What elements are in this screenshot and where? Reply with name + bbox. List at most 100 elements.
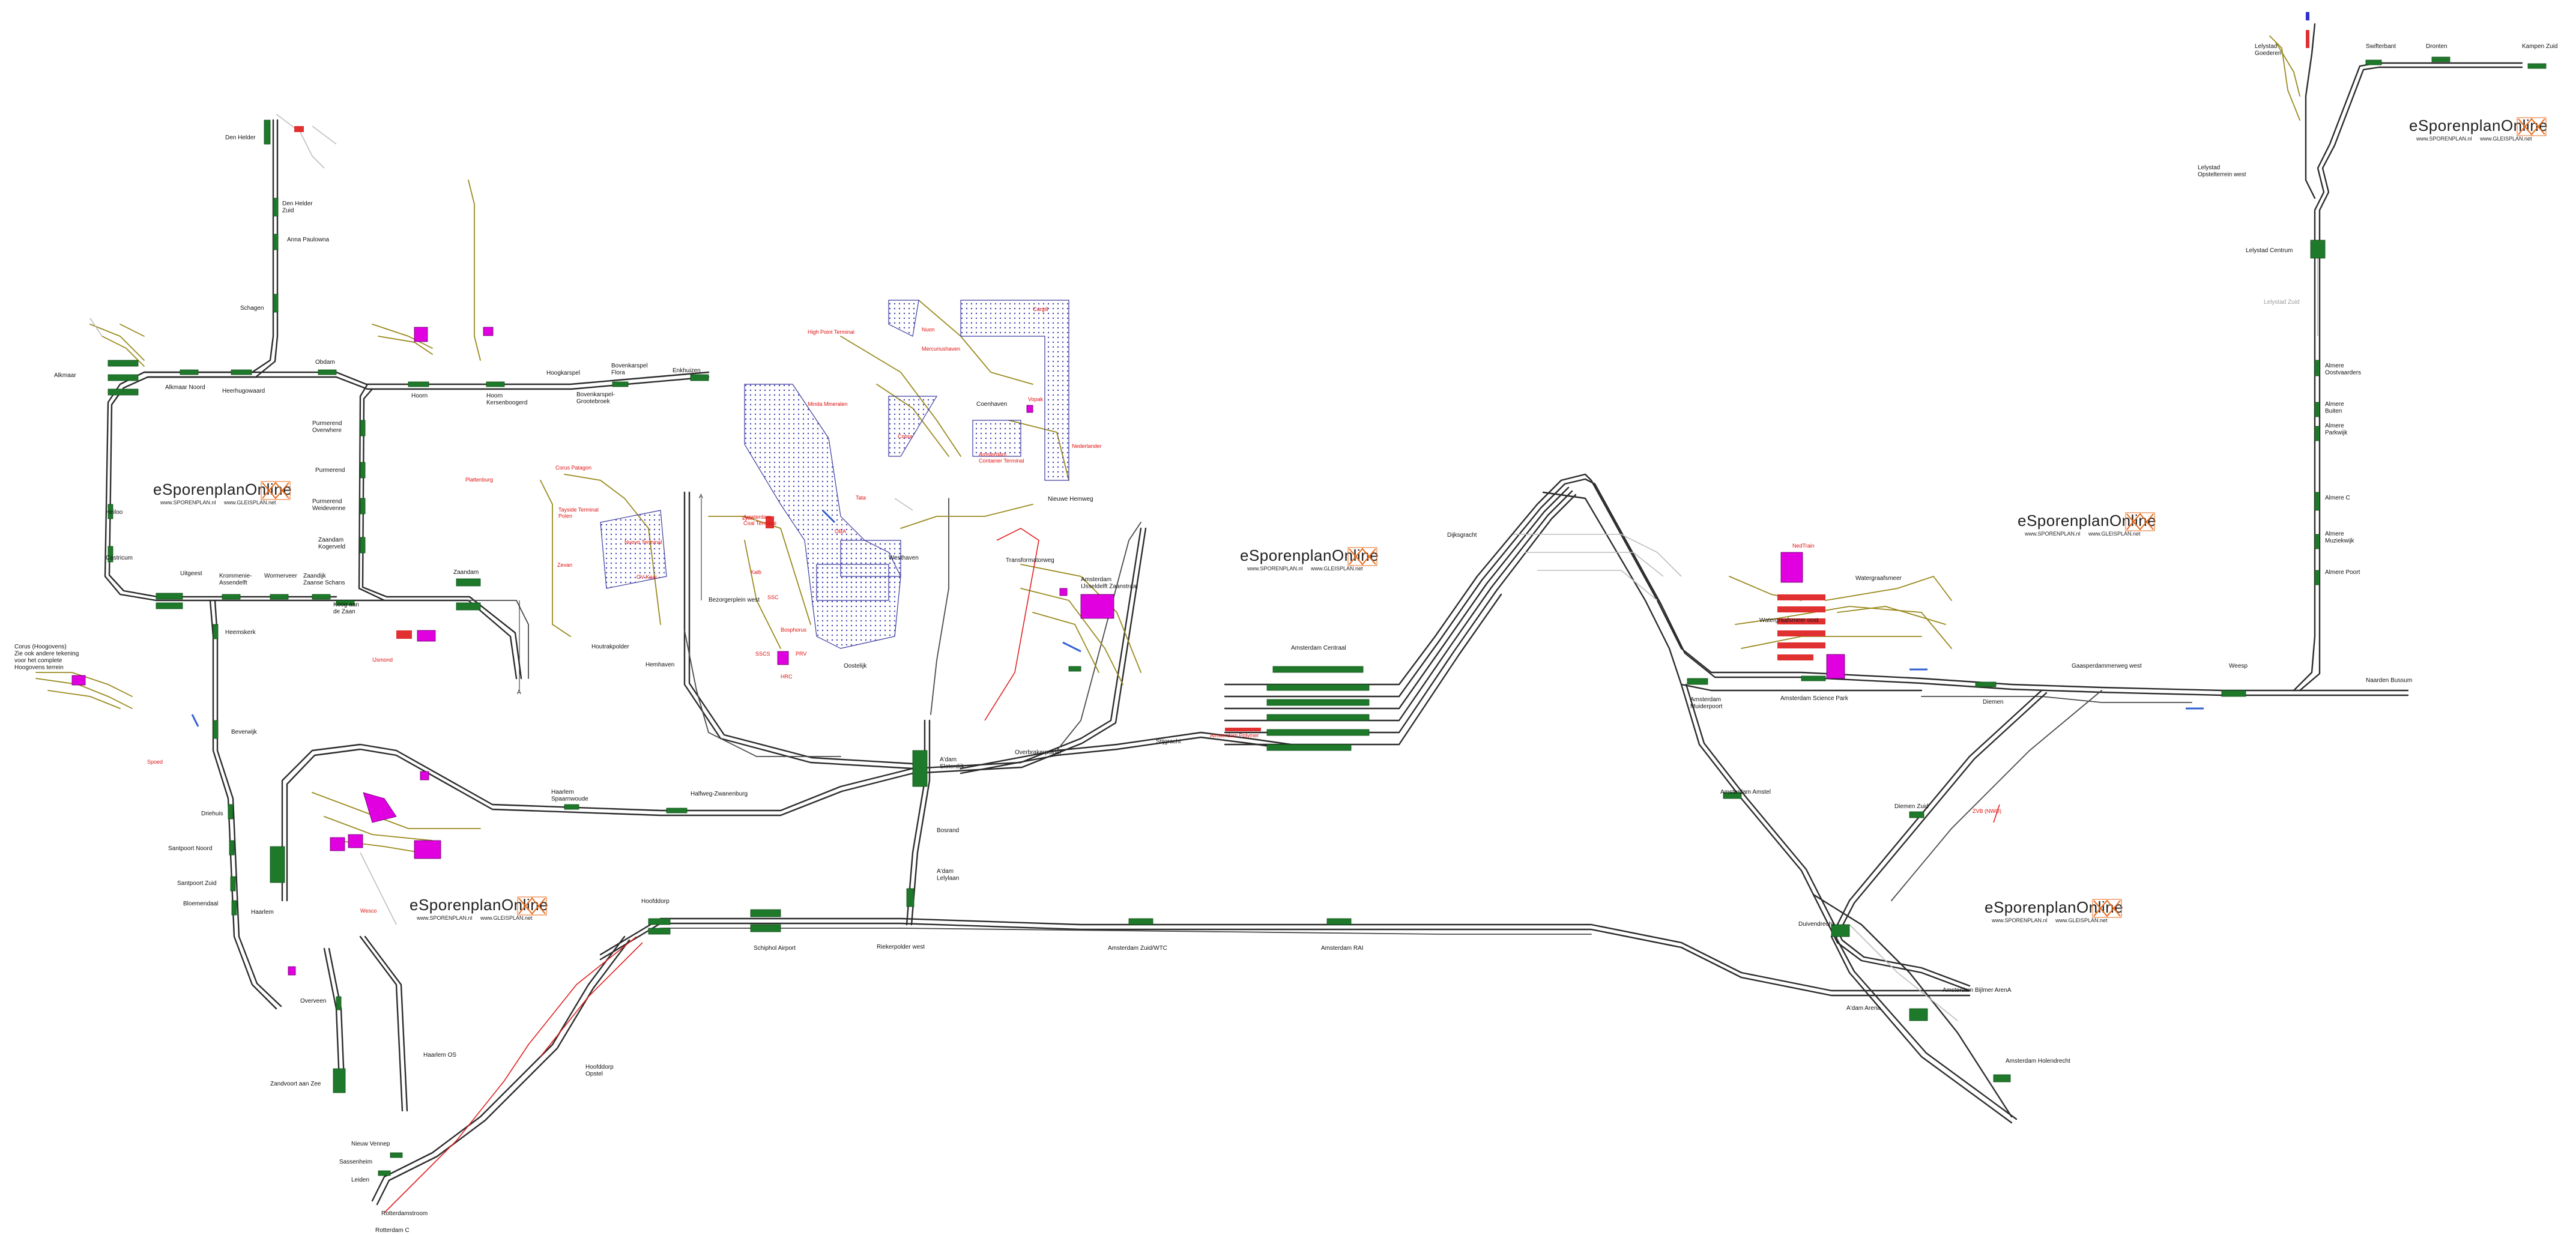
label-schagen: Schagen	[240, 305, 264, 312]
platform-spaarnwoude	[564, 804, 579, 810]
svg-text:A: A	[699, 494, 703, 500]
platform-den-helder-zuid	[273, 198, 279, 217]
label-nuon: Nuon	[922, 327, 935, 333]
label-lyon: Lyon	[742, 515, 754, 521]
label-hoogkarspel: Hoogkarspel	[546, 370, 580, 376]
platform-purmerend-wv	[360, 498, 366, 515]
label-weesp: Weesp	[2229, 663, 2248, 669]
label-zaandam: Zaandam	[453, 569, 479, 576]
label-beverwijk: Beverwijk	[231, 729, 258, 735]
watermark-6: eSporenplanOnline www.SPORENPLAN.nl www.…	[1985, 898, 2123, 923]
platform-amstel	[1723, 792, 1742, 799]
label-heerhugowaard: Heerhugowaard	[222, 388, 265, 394]
platform-duivendrecht	[1831, 924, 1850, 937]
platform-koog	[336, 600, 355, 606]
label-hrc: HRC	[781, 674, 793, 680]
label-zevan: Zevan	[557, 562, 572, 568]
label-dijksgracht: Dijksgracht	[1447, 532, 1477, 539]
label-westhaven: Westhaven	[889, 555, 919, 561]
svg-text:A: A	[517, 689, 521, 696]
label-haarlem: Haarlem	[251, 909, 274, 916]
label-ijsmond: IJsmond	[372, 657, 393, 663]
watermark-2: eSporenplanOnline www.SPORENPLAN.nl www.…	[1240, 546, 1379, 572]
highlight-tracks	[191, 509, 2204, 727]
label-bovenkarspel-gb: Bovenkarspel-Grootebroek	[576, 391, 615, 405]
label-santpoort-n: Santpoort Noord	[168, 845, 212, 852]
label-heemskerk: Heemskerk	[225, 629, 256, 636]
label-hemhaven: Hemhaven	[646, 662, 674, 668]
platform-nieuw-vennep	[390, 1152, 403, 1158]
platform-wormerveer	[270, 594, 289, 600]
platform-kersenboogerd	[486, 381, 505, 387]
label-schiphol: Schiphol Airport	[754, 945, 796, 952]
label-holendrecht: Amsterdam Holendrecht	[2006, 1058, 2070, 1064]
platform-zaandijk	[312, 594, 331, 600]
platform-santpoort-z	[230, 876, 236, 892]
label-nieuw-vennep: Nieuw Vennep	[351, 1141, 390, 1147]
label-zuid: Amsterdam Zuid/WTC	[1108, 945, 1167, 952]
label-zandvoort: Zandvoort aan Zee	[270, 1081, 321, 1087]
watermark-3: eSporenplanOnline www.SPORENPLAN.nl www.…	[2018, 512, 2156, 537]
industry-buildings	[71, 12, 2309, 976]
label-diemen-zuid: Diemen Zuid	[1894, 803, 1929, 810]
label-kampen: Kampen Zuid	[2522, 43, 2557, 50]
platform-zaandam-kv	[360, 537, 366, 554]
label-alkmaar-noord: Alkmaar Noord	[165, 384, 205, 391]
platform-ij	[1068, 666, 1081, 672]
svg-text:www.GLEISPLAN.net: www.GLEISPLAN.net	[2055, 917, 2108, 923]
platform-heiloo	[107, 504, 113, 519]
label-zvb: ZVB (NWO)	[1973, 808, 2001, 814]
label-kalb: Kalb	[751, 569, 761, 575]
platform-almere-c	[2314, 492, 2320, 511]
label-bosrand: Bosrand	[937, 827, 959, 834]
label-transformatorweg: Transformatorweg	[1006, 557, 1054, 564]
platform-hoorn	[408, 381, 429, 387]
label-hoorn: Hoorn	[411, 393, 428, 399]
platform-schiphol	[750, 909, 781, 917]
label-ov-kaai: OV Kaai	[636, 574, 657, 580]
platform-bijlmer	[1909, 1008, 1928, 1021]
label-overveen: Overveen	[300, 998, 326, 1004]
watermark-4: eSporenplanOnline www.SPORENPLAN.nl www.…	[2409, 116, 2548, 142]
label-bloemendaal: Bloemendaal	[183, 901, 218, 907]
platform-krommenie	[222, 594, 241, 600]
north-arrow-1: A	[699, 494, 703, 600]
label-centraal: Amsterdam Centraal	[1291, 645, 1346, 651]
platform-lelylaan	[906, 888, 915, 907]
platform-beverwijk	[213, 720, 219, 739]
platform-enkhuizen	[690, 374, 709, 381]
label-purmerend: Purmerend	[315, 467, 345, 474]
planned-lines	[384, 528, 2000, 1213]
label-ssc: SSC	[767, 594, 779, 600]
platform-weesp	[2221, 690, 2246, 697]
north-arrow-2: A	[517, 600, 521, 696]
platform-zaandam	[456, 578, 481, 587]
platform-diemen	[1975, 681, 1997, 687]
label-amstel: Amsterdam Amstel	[1720, 789, 1771, 796]
industry-labels: High Point Terminal Nuon Cargill Vopak M…	[14, 306, 2001, 914]
watermark-1: eSporenplanOnline www.SPORENPLAN.nl www.…	[153, 480, 292, 506]
platform-uitgeest	[156, 593, 183, 600]
platform-almere-ov	[2314, 360, 2320, 376]
label-krommenie: Krommenie-Assendelft	[219, 573, 252, 587]
svg-text:eSporenplanOnline: eSporenplanOnline	[153, 480, 292, 498]
platform-hoofddorp	[648, 918, 671, 925]
platform-almere-poort	[2314, 570, 2320, 585]
label-sscs: SSCS	[755, 651, 770, 657]
svg-text:www.GLEISPLAN.net: www.GLEISPLAN.net	[1310, 566, 1363, 572]
label-coenhaven: Coenhaven	[976, 401, 1007, 408]
track-network	[104, 23, 2523, 1206]
